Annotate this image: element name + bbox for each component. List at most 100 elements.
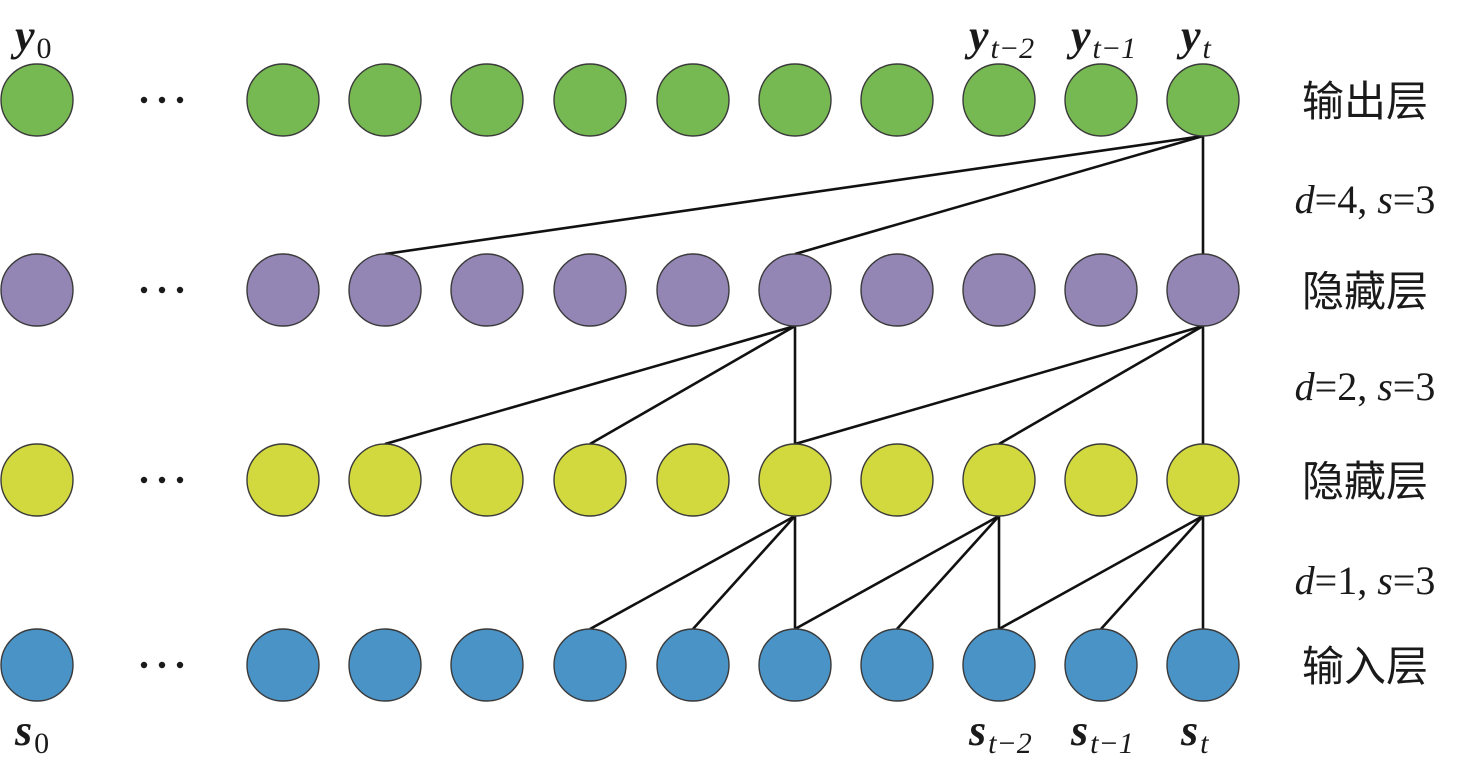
input-label-subscript: t−2 bbox=[988, 727, 1032, 760]
node-output-1 bbox=[246, 63, 320, 137]
edge-hidden1-6-to-input-5 bbox=[692, 515, 796, 630]
output-label-base: y bbox=[10, 11, 35, 60]
ellipsis-hidden2 bbox=[140, 286, 184, 294]
node-output-0 bbox=[0, 63, 74, 137]
node-hidden2-5 bbox=[656, 253, 730, 327]
ellipsis-dot bbox=[176, 476, 184, 484]
output-label-8: yt−2 bbox=[964, 11, 1034, 65]
node-input-2 bbox=[348, 628, 422, 702]
node-input-9 bbox=[1064, 628, 1138, 702]
layer-name-output: 输出层 bbox=[1302, 77, 1428, 126]
ellipsis-dot bbox=[140, 286, 148, 294]
edge-hidden1-10-to-input-9 bbox=[1100, 515, 1204, 630]
input-label-base: s bbox=[1180, 706, 1198, 755]
node-input-5 bbox=[656, 628, 730, 702]
edge-hidden2-10-to-hidden1-6 bbox=[794, 324, 1204, 446]
node-input-0 bbox=[0, 628, 74, 702]
input-label-9: st−1 bbox=[1070, 706, 1134, 760]
ellipsis-dot bbox=[140, 96, 148, 104]
output-label-subscript: 0 bbox=[37, 32, 52, 65]
edge-hidden2-6-to-hidden1-4 bbox=[589, 324, 796, 446]
edge-hidden2-6-to-hidden1-2 bbox=[384, 324, 796, 446]
node-hidden1-7 bbox=[860, 443, 934, 517]
node-input-1 bbox=[246, 628, 320, 702]
node-hidden2-7 bbox=[860, 253, 934, 327]
node-hidden1-8 bbox=[962, 443, 1036, 517]
dilation-param-2: d=1, s=3 bbox=[1295, 558, 1436, 603]
dilation-param-0: d=4, s=3 bbox=[1295, 177, 1436, 222]
node-hidden1-6 bbox=[758, 443, 832, 517]
node-output-6 bbox=[758, 63, 832, 137]
nodes-group bbox=[0, 63, 1240, 702]
node-output-5 bbox=[656, 63, 730, 137]
node-hidden1-5 bbox=[656, 443, 730, 517]
node-hidden1-3 bbox=[450, 443, 524, 517]
output-label-subscript: t−2 bbox=[991, 32, 1035, 65]
ellipsis-dot bbox=[158, 286, 166, 294]
node-input-10 bbox=[1166, 628, 1240, 702]
node-hidden1-0 bbox=[0, 443, 74, 517]
edge-output-10-to-hidden2-6 bbox=[794, 134, 1204, 256]
layer-name-input: 输入层 bbox=[1302, 642, 1428, 691]
node-hidden2-4 bbox=[553, 253, 627, 327]
node-input-8 bbox=[962, 628, 1036, 702]
node-output-2 bbox=[348, 63, 422, 137]
output-label-subscript: t−1 bbox=[1093, 32, 1137, 65]
ellipsis-input bbox=[140, 661, 184, 669]
output-label-base: y bbox=[1066, 11, 1091, 60]
edge-hidden1-8-to-input-6 bbox=[794, 514, 1000, 631]
node-hidden2-0 bbox=[0, 253, 74, 327]
edges-group bbox=[384, 134, 1205, 631]
node-hidden2-3 bbox=[450, 253, 524, 327]
node-hidden2-8 bbox=[962, 253, 1036, 327]
node-input-7 bbox=[860, 628, 934, 702]
ellipsis-dot bbox=[176, 286, 184, 294]
ellipsis-dot bbox=[158, 476, 166, 484]
layer-name-hidden2: 隐藏层 bbox=[1302, 267, 1428, 316]
input-label-base: s bbox=[1070, 706, 1088, 755]
output-label-0: y0 bbox=[10, 11, 52, 65]
output-label-base: y bbox=[964, 11, 989, 60]
ellipsis-dot bbox=[158, 96, 166, 104]
output-label-subscript: t bbox=[1203, 32, 1212, 65]
input-label-10: st bbox=[1180, 706, 1209, 760]
ellipsis-dot bbox=[176, 96, 184, 104]
dilation-params-group: d=4, s=3d=2, s=3d=1, s=3 bbox=[1295, 177, 1436, 603]
input-label-base: s bbox=[14, 706, 32, 755]
edge-hidden1-10-to-input-8 bbox=[998, 514, 1204, 631]
node-hidden2-9 bbox=[1064, 253, 1138, 327]
node-hidden1-2 bbox=[348, 443, 422, 517]
node-hidden2-10 bbox=[1166, 253, 1240, 327]
edge-output-10-to-hidden2-2 bbox=[384, 134, 1204, 256]
ellipsis-dot bbox=[140, 476, 148, 484]
node-hidden1-9 bbox=[1064, 443, 1138, 517]
input-label-subscript: t−1 bbox=[1090, 727, 1134, 760]
node-input-3 bbox=[450, 628, 524, 702]
input-label-8: st−2 bbox=[968, 706, 1032, 760]
node-output-4 bbox=[553, 63, 627, 137]
node-hidden1-4 bbox=[553, 443, 627, 517]
layer-name-hidden1: 隐藏层 bbox=[1302, 457, 1428, 506]
input-label-subscript: t bbox=[1200, 727, 1209, 760]
ellipsis-dot bbox=[140, 661, 148, 669]
edge-hidden2-10-to-hidden1-8 bbox=[998, 324, 1204, 446]
input-label-subscript: 0 bbox=[34, 727, 49, 760]
ellipsis-dot bbox=[176, 661, 184, 669]
node-input-4 bbox=[553, 628, 627, 702]
node-hidden2-2 bbox=[348, 253, 422, 327]
input-label-0: s0 bbox=[14, 706, 49, 760]
output-label-base: y bbox=[1176, 11, 1201, 60]
node-output-3 bbox=[450, 63, 524, 137]
node-output-10 bbox=[1166, 63, 1240, 137]
output-label-9: yt−1 bbox=[1066, 11, 1136, 65]
node-input-6 bbox=[758, 628, 832, 702]
node-hidden1-1 bbox=[246, 443, 320, 517]
node-output-9 bbox=[1064, 63, 1138, 137]
output-label-10: yt bbox=[1176, 11, 1212, 65]
ellipsis-group bbox=[140, 96, 184, 669]
node-hidden2-1 bbox=[246, 253, 320, 327]
node-output-7 bbox=[860, 63, 934, 137]
ellipsis-dot bbox=[158, 661, 166, 669]
